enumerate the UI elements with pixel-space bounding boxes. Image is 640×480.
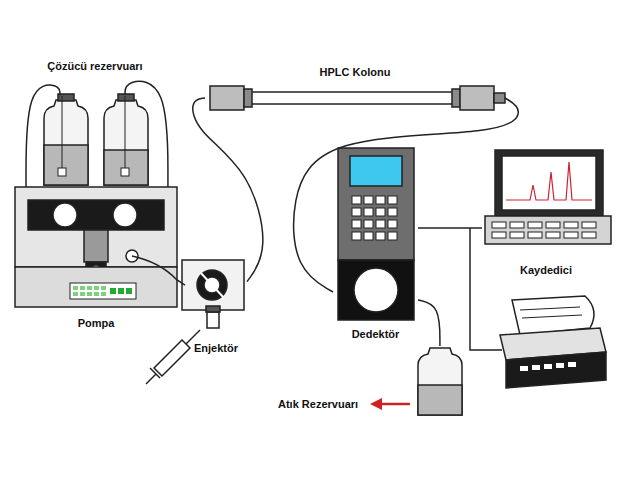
column-unit: HPLC Kolonu	[205, 82, 505, 114]
hplc-column	[210, 86, 505, 110]
part-label: Pompa	[15, 317, 177, 330]
waste-reservoir: Atık Rezervuarı	[272, 346, 470, 420]
detector-unit: Dedektör	[333, 146, 418, 346]
injector-valve	[182, 260, 244, 328]
solvent-bottle	[104, 94, 148, 185]
tube-connector	[177, 280, 185, 285]
part-label: HPLC Kolonu	[205, 66, 505, 79]
injector-unit: Enjektör	[185, 262, 247, 360]
pump-body	[15, 187, 177, 307]
pump-unit: Pompa	[15, 187, 177, 332]
signal-wire	[470, 228, 502, 350]
part-label: Enjektör	[175, 342, 257, 355]
waste-bottle	[418, 348, 462, 415]
flow-arrow	[370, 398, 410, 410]
detector-unit	[338, 148, 414, 320]
printer-unit	[500, 296, 606, 388]
syringe-symbol	[146, 330, 200, 384]
part-label: Atık Rezervuarı	[278, 398, 378, 411]
pump-tube	[132, 256, 177, 280]
tube-connector	[294, 98, 519, 292]
tube-connector	[418, 227, 482, 229]
tube-connector	[26, 85, 60, 187]
part-label: Çözücü rezervuarı	[25, 60, 165, 73]
part-label: Dedektör	[333, 328, 418, 341]
tube-connector	[125, 81, 168, 187]
solvent-reservoir: Çözücü rezervuarı	[35, 95, 160, 187]
tube-connector	[193, 98, 263, 282]
part-label: Kaydedici	[482, 264, 610, 277]
recorder-unit: Kaydedici	[482, 146, 610, 388]
solvent-bottle	[44, 94, 88, 185]
computer-monitor	[485, 150, 611, 244]
tube-connector	[418, 300, 440, 346]
